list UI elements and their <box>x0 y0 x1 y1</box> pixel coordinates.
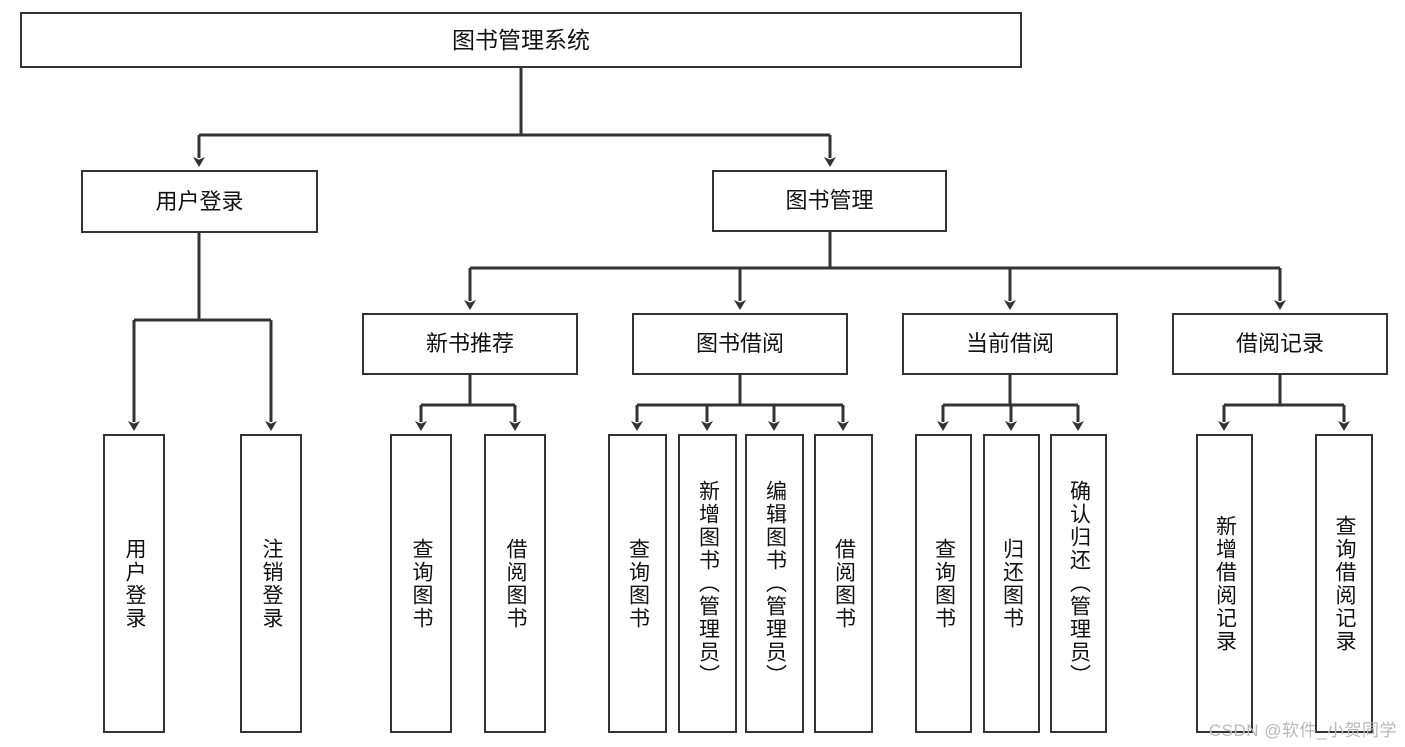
leaf-logout-login-label: 注销登录 <box>260 537 284 630</box>
leaf-query-book-current[interactable]: 查询图书 <box>915 434 972 733</box>
leaf-add-book-admin-label: 新增图书（管理员） <box>696 480 720 687</box>
leaf-borrow-book-rec-label: 借阅图书 <box>504 537 528 630</box>
node-user-login-label: 用户登录 <box>155 188 244 214</box>
node-book-manage[interactable]: 图书管理 <box>712 170 947 232</box>
node-borrow-record-label: 借阅记录 <box>1235 331 1324 357</box>
leaf-borrow-book-label: 借阅图书 <box>832 537 856 630</box>
node-book-borrow[interactable]: 图书借阅 <box>632 313 848 375</box>
node-borrow-record[interactable]: 借阅记录 <box>1172 313 1388 375</box>
node-user-login[interactable]: 用户登录 <box>81 170 318 233</box>
leaf-logout-login[interactable]: 注销登录 <box>240 434 302 733</box>
leaf-add-book-admin[interactable]: 新增图书（管理员） <box>678 434 737 733</box>
node-current-borrow[interactable]: 当前借阅 <box>902 313 1118 375</box>
node-new-book-recommend[interactable]: 新书推荐 <box>362 313 578 375</box>
leaf-return-book[interactable]: 归还图书 <box>983 434 1040 733</box>
leaf-edit-book-admin-label: 编辑图书（管理员） <box>763 480 787 687</box>
leaf-return-book-label: 归还图书 <box>1000 537 1024 630</box>
leaf-user-login-label: 用户登录 <box>123 537 147 630</box>
leaf-borrow-book[interactable]: 借阅图书 <box>814 434 873 733</box>
leaf-query-book-current-label: 查询图书 <box>932 537 956 630</box>
leaf-add-borrow-record[interactable]: 新增借阅记录 <box>1196 434 1253 733</box>
leaf-query-book-borrow[interactable]: 查询图书 <box>608 434 667 733</box>
leaf-query-borrow-record[interactable]: 查询借阅记录 <box>1315 434 1373 733</box>
leaf-query-book-rec[interactable]: 查询图书 <box>390 434 452 733</box>
node-current-borrow-label: 当前借阅 <box>965 331 1054 357</box>
leaf-query-borrow-record-label: 查询借阅记录 <box>1333 514 1357 653</box>
leaf-confirm-return-admin[interactable]: 确认归还（管理员） <box>1050 434 1107 733</box>
leaf-borrow-book-rec[interactable]: 借阅图书 <box>484 434 546 733</box>
node-root[interactable]: 图书管理系统 <box>20 12 1022 68</box>
leaf-query-book-rec-label: 查询图书 <box>410 537 434 630</box>
leaf-query-book-borrow-label: 查询图书 <box>626 537 650 630</box>
node-book-manage-label: 图书管理 <box>785 188 874 214</box>
node-book-borrow-label: 图书借阅 <box>695 331 784 357</box>
csdn-watermark: CSDN @软件_小贺同学 <box>1208 721 1397 740</box>
leaf-add-borrow-record-label: 新增借阅记录 <box>1213 514 1237 653</box>
leaf-confirm-return-admin-label: 确认归还（管理员） <box>1067 480 1091 687</box>
leaf-user-login[interactable]: 用户登录 <box>103 434 165 733</box>
leaf-edit-book-admin[interactable]: 编辑图书（管理员） <box>745 434 804 733</box>
node-new-book-recommend-label: 新书推荐 <box>425 331 514 357</box>
node-root-label: 图书管理系统 <box>452 26 590 53</box>
